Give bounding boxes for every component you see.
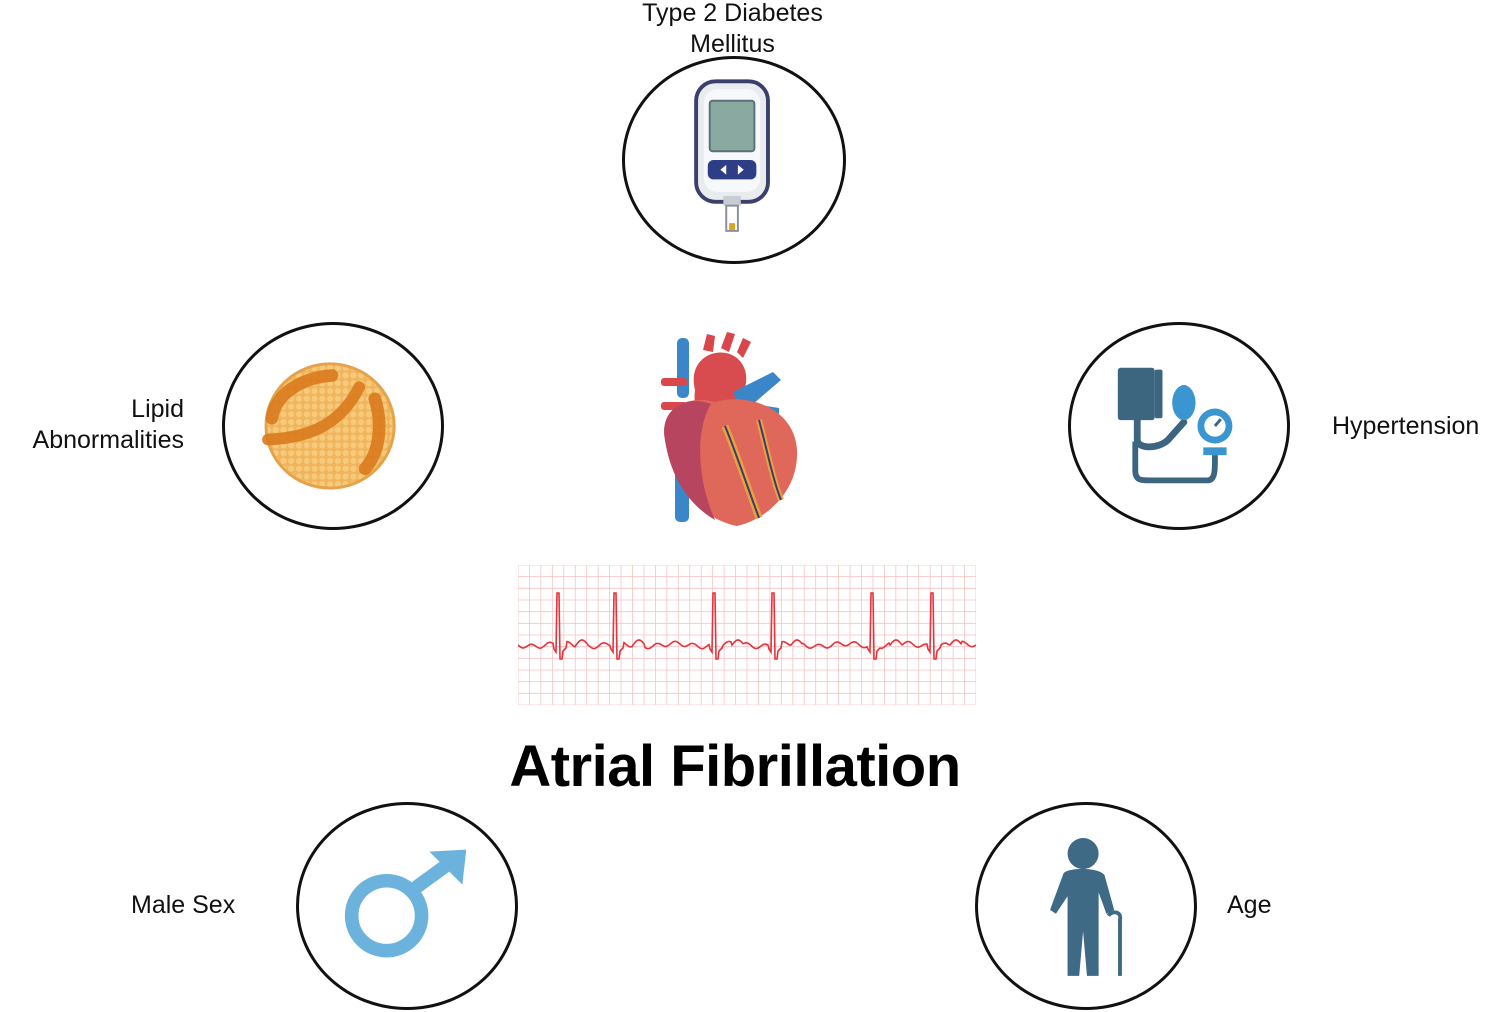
lipid-circle [222, 322, 444, 530]
diabetes-label-line2: Mellitus [690, 30, 775, 58]
hypertension-label: Hypertension [1332, 412, 1480, 440]
fat-cell-icon [262, 362, 396, 490]
elderly-person-icon [1050, 838, 1123, 976]
diabetes-circle [622, 56, 846, 264]
diabetes-label: Type 2 Diabetes Mellitus [600, 0, 865, 60]
male-sex-circle [296, 802, 518, 1010]
page-title: Atrial Fibrillation [509, 734, 961, 799]
lipid-label-line1: Lipid [131, 395, 184, 423]
lipid-label-line2: Abnormalities [32, 426, 184, 454]
age-label: Age [1227, 891, 1272, 919]
ecg-trace [518, 592, 976, 660]
male-sex-label: Male Sex [131, 891, 236, 919]
male-symbol-icon [344, 849, 467, 958]
lipid-label: Lipid Abnormalities [0, 394, 184, 456]
glucometer-icon [694, 79, 770, 232]
ecg-grid [518, 565, 976, 705]
hypertension-circle [1068, 322, 1290, 530]
blood-pressure-cuff-icon [1117, 367, 1233, 484]
ecg-strip-icon [518, 565, 976, 705]
age-circle [975, 802, 1197, 1010]
diabetes-label-line1: Type 2 Diabetes [642, 0, 823, 27]
heart-icon [661, 332, 798, 526]
